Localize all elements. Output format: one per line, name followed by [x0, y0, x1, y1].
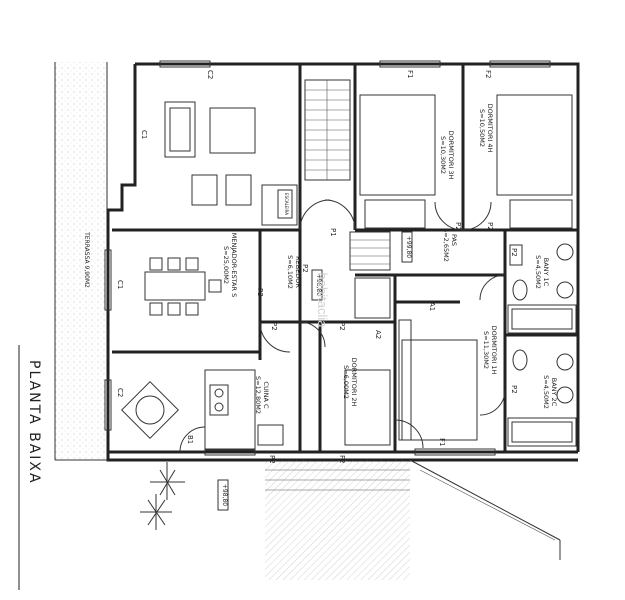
level-marker-exterior: +98,80 [217, 479, 229, 511]
tag-p2-kitchen: P2 [270, 322, 278, 331]
room-dorm4h-label: DORMITORI 4H S=10,50M2 [478, 104, 494, 153]
svg-text:DORMITORI 4H: DORMITORI 4H [486, 104, 494, 153]
escalator-tag: ESCALEIRA [284, 193, 289, 215]
svg-text:CUINA C: CUINA C [262, 381, 270, 409]
svg-text:S=12,80M2: S=12,80M2 [254, 376, 262, 414]
svg-text:S=25,00M2: S=25,00M2 [222, 246, 230, 284]
svg-text:S=4,50M2: S=4,50M2 [542, 375, 550, 409]
tag-c1-lower: C1 [116, 280, 124, 289]
room-bany1c-label: BANY 1C S=4,50M2 [534, 255, 550, 289]
svg-text:S=10,30M2: S=10,30M2 [439, 136, 447, 174]
tag-a1: A1 [428, 302, 436, 311]
room-pas-label: PAS S=2,65M2 [442, 228, 458, 262]
exterior-steps [265, 459, 561, 580]
interior-walls [112, 64, 578, 452]
svg-text:DORMITORI 2H: DORMITORI 2H [350, 358, 358, 407]
watermark: habitaclia [315, 273, 330, 329]
room-rebedor-label: REBEDOR S=6,10M2 [286, 255, 302, 289]
svg-text:BANY 2C: BANY 2C [550, 378, 558, 407]
tag-c1-upper: C1 [140, 130, 148, 139]
terrace-area [55, 62, 107, 460]
bathroom-fixtures [507, 243, 577, 447]
svg-text:MENJADOR-ESTAR S: MENJADOR-ESTAR S [230, 233, 238, 297]
room-menjador-label: MENJADOR-ESTAR S S=25,00M2 [222, 233, 238, 297]
tag-c2-lower: C2 [116, 388, 124, 397]
svg-text:S=11,30M2: S=11,30M2 [482, 331, 490, 369]
svg-text:DORMITORI 3H: DORMITORI 3H [447, 131, 455, 180]
svg-text:REBEDOR: REBEDOR [294, 256, 302, 288]
svg-text:S=4,50M2: S=4,50M2 [534, 255, 542, 289]
room-bany2c-label: BANY 2C S=4,50M2 [542, 375, 558, 409]
svg-text:DORMITORI 1H: DORMITORI 1H [490, 326, 498, 375]
svg-text:BANY 1C: BANY 1C [542, 258, 550, 287]
svg-text:+98,80: +98,80 [315, 274, 322, 296]
svg-text:S=2,65M2: S=2,65M2 [442, 228, 450, 262]
tag-b1: B1 [186, 435, 194, 444]
svg-text:+98,80: +98,80 [221, 484, 228, 506]
tag-p2-bany1: P2 [510, 248, 518, 257]
opening-tags: C2 F1 F2 C1 C1 C2 P1 P2 P2 P2 P2 P3 P2 P… [116, 70, 518, 464]
tag-p2-dorm2: P2 [338, 322, 346, 331]
staircase [304, 79, 391, 319]
outer-walls [106, 62, 580, 462]
tag-f2-top: F2 [484, 70, 492, 78]
bedroom-furniture [344, 94, 573, 446]
level-marker-rebedor: +98,80 [311, 269, 323, 301]
svg-text:S=6,00M2: S=6,00M2 [342, 365, 350, 399]
kitchen-furniture [121, 369, 284, 451]
tag-f1-bottom: F1 [438, 438, 446, 446]
tag-c2-top: C2 [206, 70, 214, 79]
living-furniture [144, 101, 298, 316]
svg-text:PAS: PAS [450, 234, 458, 246]
tag-a2: A2 [374, 330, 382, 339]
room-cuina-label: CUINA C S=12,80M2 [254, 376, 270, 414]
tag-p1: P1 [329, 228, 337, 237]
tag-p2-bany2: P2 [510, 385, 518, 394]
door-swings [179, 199, 506, 453]
tag-p2-pas: P2 [454, 222, 462, 231]
windows [104, 60, 551, 456]
tag-p3: P3 [256, 288, 264, 297]
svg-text:S=10,50M2: S=10,50M2 [478, 109, 486, 147]
svg-text:S=6,10M2: S=6,10M2 [286, 255, 294, 289]
tag-p2-dorm4: P2 [486, 222, 494, 231]
room-dorm3h-label: DORMITORI 3H S=10,30M2 [439, 131, 455, 180]
tag-f1-top: F1 [406, 70, 414, 78]
tag-f2-bottom: F2 [338, 455, 346, 463]
svg-text:+99,80: +99,80 [405, 236, 412, 258]
plant-symbols [140, 462, 185, 530]
plan-title: PLANTA BAIXA [26, 360, 42, 485]
tag-p2-bottom: P2 [268, 455, 276, 464]
terrace-label: TERRASSA 9,90M2 [83, 231, 90, 288]
level-marker-stair: +99,80 [401, 231, 413, 263]
room-dorm2h-label: DORMITORI 2H S=6,00M2 [342, 358, 358, 407]
tag-p2-reb: P2 [301, 264, 309, 273]
room-dorm1h-label: DORMITORI 1H S=11,30M2 [482, 326, 498, 375]
